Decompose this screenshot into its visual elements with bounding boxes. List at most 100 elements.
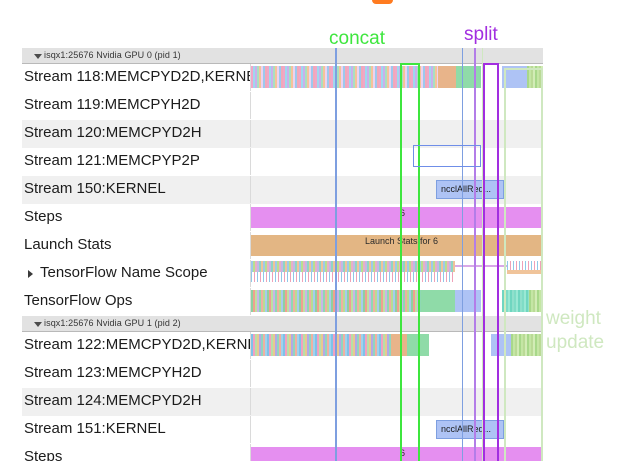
trace-timeline-panel[interactable]: isqx1:25676 Nvidia GPU 0 (pid 1) Stream …	[22, 48, 543, 461]
row-label: Launch Stats	[24, 236, 112, 253]
annotation-label-concat: concat	[329, 28, 385, 49]
group-header-label: isqx1:25676 Nvidia GPU 1 (pid 2)	[44, 318, 181, 328]
timeline-row[interactable]: Stream 151:KERNEL ncclAllRed...	[22, 416, 543, 444]
row-track[interactable]: Launch Stats for 6	[250, 232, 543, 259]
timeline-row[interactable]: Stream 123:MEMCPYH2D	[22, 360, 543, 388]
annotation-weight-line2: update	[546, 332, 605, 353]
name-scope-strip[interactable]	[251, 261, 455, 272]
ops-block[interactable]	[421, 290, 455, 312]
event-label: ncclAllRed...	[441, 184, 492, 194]
track-divider	[250, 288, 251, 315]
event-block[interactable]	[491, 334, 511, 356]
event-label: ncclAllRed...	[441, 424, 492, 434]
row-track[interactable]: ncclAllRed...	[250, 176, 543, 203]
row-label-clip: Steps	[22, 204, 250, 231]
annotation-label-weight-update: weight update	[546, 307, 604, 355]
event-strip[interactable]	[251, 334, 391, 356]
group-header-gpu0[interactable]: isqx1:25676 Nvidia GPU 0 (pid 1)	[22, 48, 543, 64]
step-bar-label: 6	[400, 448, 406, 458]
guide-line-blue	[462, 48, 463, 461]
name-scope-block[interactable]	[507, 270, 543, 274]
group-header-gpu1[interactable]: isqx1:25676 Nvidia GPU 1 (pid 2)	[22, 316, 543, 332]
timeline-row[interactable]: Stream 118:MEMCPYD2D,KERNEL,ME	[22, 64, 543, 92]
chevron-right-icon[interactable]	[28, 270, 33, 278]
nccl-allreduce-event[interactable]: ncclAllRed...	[436, 420, 504, 439]
row-label-text: TensorFlow Name Scope	[40, 264, 208, 281]
timeline-row[interactable]: Launch Stats Launch Stats for 6	[22, 232, 543, 260]
step-bar[interactable]	[251, 207, 543, 228]
row-track[interactable]	[250, 360, 543, 387]
row-label: Stream 121:MEMCPYP2P	[24, 152, 200, 169]
guide-line-blue	[335, 48, 336, 461]
row-label-clip: Stream 120:MEMCPYD2H	[22, 120, 250, 147]
name-scope-substrip[interactable]	[251, 272, 455, 282]
nccl-allreduce-event[interactable]: ncclAllRed...	[436, 180, 504, 199]
row-track[interactable]: 6	[250, 444, 543, 461]
row-label: Stream 150:KERNEL	[24, 180, 166, 197]
event-block[interactable]	[456, 66, 481, 88]
name-scope-line[interactable]	[455, 265, 543, 267]
row-label-clip: Launch Stats	[22, 232, 250, 259]
row-label: Stream 123:MEMCPYH2D	[24, 364, 202, 381]
row-label-clip: Stream 121:MEMCPYP2P	[22, 148, 250, 175]
row-label: TensorFlow Ops	[24, 292, 133, 309]
event-strip[interactable]	[527, 66, 543, 88]
row-track[interactable]	[250, 260, 543, 287]
ops-block[interactable]	[455, 290, 481, 312]
clipped-orange-marker	[372, 0, 393, 4]
ops-strip[interactable]	[529, 290, 543, 312]
timeline-row[interactable]: TensorFlow Ops	[22, 288, 543, 316]
annotation-label-split: split	[464, 24, 498, 45]
chevron-down-icon[interactable]	[34, 322, 42, 327]
track-divider	[250, 360, 251, 387]
timeline-row[interactable]: TensorFlow Name Scope	[22, 260, 543, 288]
timeline-row[interactable]: Steps 6	[22, 444, 543, 461]
row-label: Stream 119:MEMCPYH2D	[24, 96, 201, 113]
row-track[interactable]	[250, 120, 543, 147]
track-divider	[250, 176, 251, 203]
track-divider	[250, 416, 251, 443]
guide-line-purple	[475, 48, 476, 461]
ops-strip[interactable]	[502, 290, 529, 312]
timeline-row[interactable]: Stream 150:KERNEL ncclAllRed...	[22, 176, 543, 204]
row-track[interactable]	[250, 148, 543, 175]
row-label-clip: TensorFlow Ops	[22, 288, 250, 315]
annotation-box-concat	[400, 63, 420, 461]
guide-line-green	[482, 48, 483, 461]
track-divider	[250, 148, 251, 175]
event-block[interactable]	[438, 66, 456, 88]
event-strip[interactable]	[251, 66, 438, 88]
row-label: Steps	[24, 448, 63, 461]
annotation-box-weight-update	[504, 68, 543, 461]
event-strip[interactable]	[511, 334, 543, 356]
timeline-row[interactable]: Stream 122:MEMCPYD2D,KERNEL,MI	[22, 332, 543, 360]
track-divider	[250, 232, 251, 259]
launch-stats-bar[interactable]	[251, 235, 543, 256]
row-track[interactable]	[250, 92, 543, 119]
track-divider	[250, 120, 251, 147]
event-block[interactable]	[502, 66, 527, 88]
row-track[interactable]	[250, 64, 543, 91]
row-label-clip: Stream 150:KERNEL	[22, 176, 250, 203]
timeline-row[interactable]: Stream 124:MEMCPYD2H	[22, 388, 543, 416]
row-label-clip: Stream 118:MEMCPYD2D,KERNEL,ME	[22, 64, 250, 91]
event-block[interactable]	[391, 334, 407, 356]
timeline-row[interactable]: Steps 6	[22, 204, 543, 232]
timeline-row[interactable]: Stream 120:MEMCPYD2H	[22, 120, 543, 148]
timeline-row[interactable]: Stream 119:MEMCPYH2D	[22, 92, 543, 120]
chevron-down-icon[interactable]	[34, 54, 42, 59]
row-track[interactable]: 6	[250, 204, 543, 231]
timeline-row[interactable]: Stream 121:MEMCPYP2P	[22, 148, 543, 176]
name-scope-strip[interactable]	[507, 261, 543, 270]
row-label-clip: Steps	[22, 444, 250, 461]
row-track[interactable]	[250, 288, 543, 315]
row-track[interactable]: ncclAllRed...	[250, 416, 543, 443]
track-divider	[250, 332, 251, 359]
row-track[interactable]	[250, 332, 543, 359]
row-label: Stream 124:MEMCPYD2H	[24, 392, 202, 409]
row-track[interactable]	[250, 388, 543, 415]
group-header-label: isqx1:25676 Nvidia GPU 0 (pid 1)	[44, 50, 181, 60]
step-bar[interactable]	[251, 447, 543, 461]
row-label-clip: Stream 119:MEMCPYH2D	[22, 92, 250, 119]
